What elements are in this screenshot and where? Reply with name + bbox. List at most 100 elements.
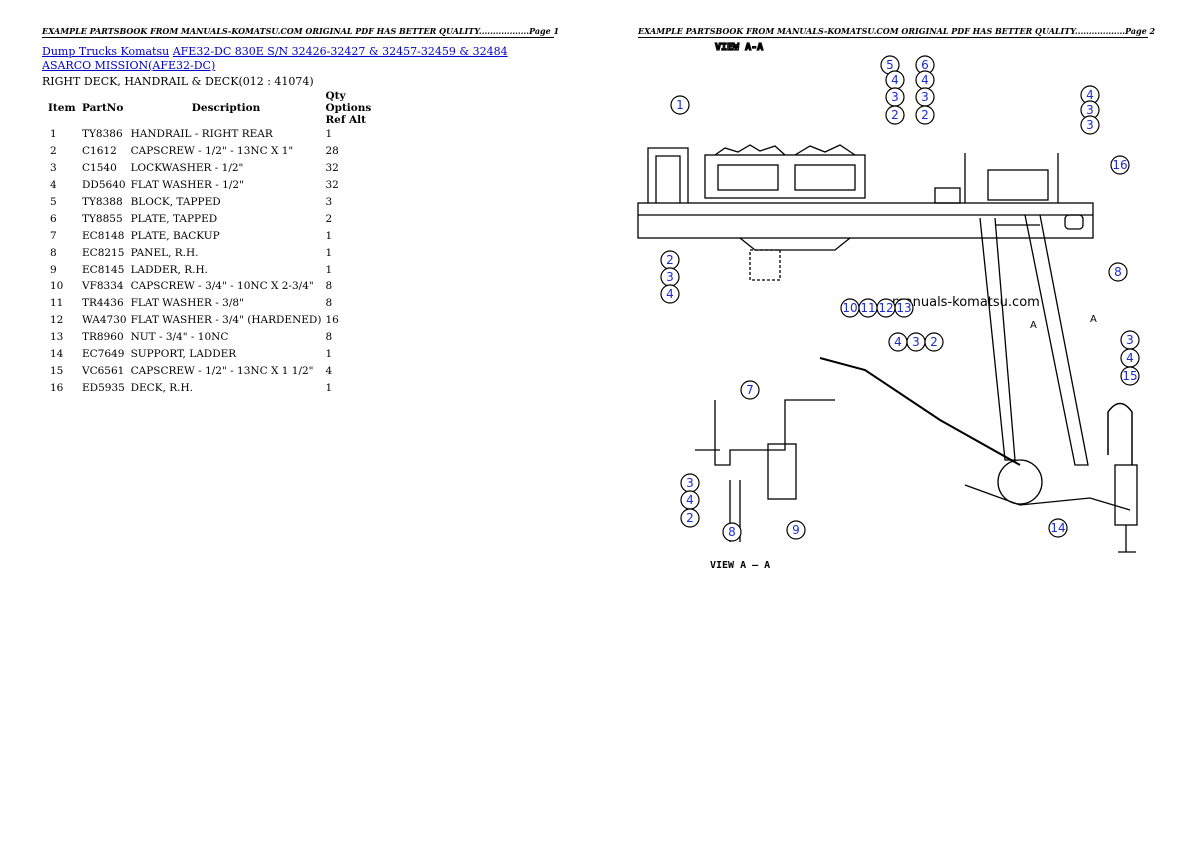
row-quantity: 1 — [325, 128, 333, 141]
breadcrumb-link-model[interactable]: AFE32-DC 830E S/N 32426-32427 & 32457-32… — [42, 45, 508, 72]
row-part-number: VC6561 — [82, 364, 125, 377]
callout-circle — [1080, 115, 1100, 135]
row-quantity: 28 — [325, 145, 339, 158]
row-part-number: ED5935 — [82, 381, 125, 394]
callout-label: 9 — [792, 523, 800, 537]
callout-4: 4 — [1120, 348, 1140, 368]
callout-3: 3 — [906, 332, 926, 352]
table-row: 14 EC7649 SUPPORT, LADDER 1 — [42, 346, 373, 363]
row-part-number: EC8145 — [82, 263, 125, 276]
callout-label: 15 — [1122, 369, 1137, 383]
deck-vents — [704, 154, 866, 199]
view-a-a-label: VIEW A — A — [710, 560, 770, 571]
row-quantity: 1 — [325, 381, 333, 394]
row-description: FLAT WASHER - 3/8" — [130, 297, 244, 310]
row-item-number: 7 — [50, 229, 57, 242]
row-item-number: 16 — [50, 381, 64, 394]
callout-4: 4 — [888, 332, 908, 352]
row-part-number: C1540 — [82, 162, 117, 175]
handrail — [647, 147, 689, 203]
row-description: LADDER, R.H. — [130, 263, 208, 276]
callout-3: 3 — [660, 267, 680, 287]
row-description: CAPSCREW - 1/2" - 13NC X 1 1/2" — [130, 364, 314, 377]
callout-label: 3 — [921, 90, 929, 104]
callout-label: 6 — [921, 58, 929, 72]
callout-11: 11 — [858, 298, 878, 318]
callout-circle — [894, 298, 914, 318]
row-item-number: 13 — [50, 331, 64, 344]
callout-label: 4 — [1126, 351, 1134, 365]
callout-2: 2 — [680, 508, 700, 528]
callout-circle — [670, 95, 690, 115]
callout-3: 3 — [1080, 100, 1100, 120]
row-description: LOCKWASHER - 1/2" — [130, 162, 244, 175]
header-item: Item — [48, 102, 76, 114]
row-item-number: 2 — [50, 145, 57, 158]
row-part-number: DD5640 — [82, 179, 126, 192]
callout-label: 2 — [666, 253, 674, 267]
parts-diagram: VIEW A-A A A VIEW A — A manuals- — [637, 41, 1140, 571]
view-a-top-label: VIEW A-A — [715, 42, 763, 53]
header-rule-left — [42, 37, 554, 38]
header-qty-options: Qty Options Ref Alt — [325, 90, 372, 126]
callout-circle — [1120, 366, 1140, 386]
section-mark-a-left: A — [1030, 320, 1037, 331]
callout-circle — [1110, 155, 1130, 175]
callout-8: 8 — [722, 522, 742, 542]
row-description: BLOCK, TAPPED — [130, 196, 221, 208]
row-item-number: 4 — [50, 179, 57, 192]
callout-10: 10 — [840, 298, 860, 318]
callout-3: 3 — [1080, 115, 1100, 135]
page-2-header: EXAMPLE PARTSBOOK FROM MANUALS-KOMATSU.C… — [638, 26, 1156, 36]
row-item-number: 6 — [50, 212, 57, 225]
row-description: DECK, R.H. — [130, 381, 193, 394]
callout-circle — [660, 284, 680, 304]
callout-circle — [915, 105, 935, 125]
callout-label: 2 — [930, 335, 938, 349]
callout-13: 13 — [894, 298, 914, 318]
callout-label: 4 — [686, 493, 694, 507]
callout-label: 1 — [676, 98, 684, 112]
row-item-number: 5 — [50, 196, 57, 208]
row-quantity: 16 — [325, 314, 339, 327]
callout-16: 16 — [1110, 155, 1130, 175]
row-part-number: TY8386 — [82, 128, 123, 141]
row-quantity: 4 — [325, 364, 333, 377]
callout-circle — [885, 105, 905, 125]
callout-1: 1 — [670, 95, 690, 115]
callout-circle — [1048, 518, 1068, 538]
callout-14: 14 — [1048, 518, 1068, 538]
row-description: PLATE, TAPPED — [130, 212, 218, 225]
callout-circle — [680, 508, 700, 528]
header-partno: PartNo — [82, 102, 124, 114]
callout-label: 8 — [1114, 265, 1122, 279]
row-quantity: 8 — [325, 280, 333, 293]
callout-15: 15 — [1120, 366, 1140, 386]
callout-label: 2 — [686, 511, 694, 525]
row-description: NUT - 3/4" - 10NC — [130, 331, 229, 344]
callout-label: 3 — [912, 335, 920, 349]
row-quantity: 32 — [325, 162, 339, 175]
row-part-number: EC7649 — [82, 348, 125, 361]
row-quantity: 1 — [325, 348, 333, 361]
row-quantity: 1 — [325, 263, 333, 276]
callout-label: 4 — [1086, 88, 1094, 102]
row-item-number: 12 — [50, 314, 64, 327]
row-item-number: 3 — [50, 162, 57, 175]
row-item-number: 14 — [50, 348, 64, 361]
row-description: FLAT WASHER - 1/2" — [130, 179, 244, 192]
callout-9: 9 — [786, 520, 806, 540]
row-part-number: TR8960 — [82, 331, 124, 344]
row-description: SUPPORT, LADDER — [130, 348, 237, 361]
breadcrumb-link-category[interactable]: Dump Trucks Komatsu — [42, 45, 170, 58]
callout-label: 3 — [1126, 333, 1134, 347]
row-item-number: 8 — [50, 246, 57, 259]
